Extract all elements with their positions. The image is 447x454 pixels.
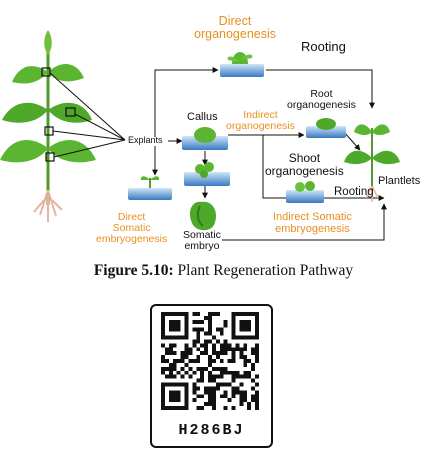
dish-root-organogenesis xyxy=(306,118,346,138)
flow-arrows xyxy=(152,67,387,241)
qr-code-text: H286BJ xyxy=(178,422,245,439)
label-indirect-somatic-embryogenesis: Indirect Somatic embryogenesis xyxy=(273,211,352,235)
label-shoot-organogenesis: Shoot organogenesis xyxy=(265,151,344,178)
qr-code-image xyxy=(161,312,259,410)
dish-shoot-organogenesis xyxy=(286,181,324,203)
dish-callus xyxy=(182,127,228,150)
dish-direct-somatic-embryogenesis xyxy=(128,176,172,200)
label-rooting-bottom: Rooting xyxy=(334,186,374,198)
dish-direct-organogenesis xyxy=(220,52,264,77)
plantlet-image xyxy=(344,124,400,202)
label-rooting-top: Rooting xyxy=(301,39,346,54)
dish-embryo xyxy=(184,162,230,186)
explant-lines xyxy=(49,72,126,158)
mother-plant-image xyxy=(0,30,96,222)
figure-caption: Figure 5.10: Plant Regeneration Pathway xyxy=(0,262,447,280)
label-callus: Callus xyxy=(187,111,218,123)
label-direct-organogenesis: Direct organogenesis xyxy=(194,14,277,42)
figure-title: Plant Regeneration Pathway xyxy=(177,262,354,279)
label-direct-somatic-embryogenesis: Direct Somatic embryogenesis xyxy=(96,211,168,246)
label-explants: Explants xyxy=(128,135,163,145)
label-root-organogenesis: Root organogenesis xyxy=(287,88,356,112)
figure-number: Figure 5.10: xyxy=(93,262,174,279)
diagram-svg xyxy=(0,30,400,241)
somatic-embryo-image xyxy=(189,201,217,231)
label-somatic-embryo: Somatic embryo xyxy=(183,229,221,253)
label-indirect-organogenesis: Indirect organogenesis xyxy=(226,109,295,133)
label-plantlets: Plantlets xyxy=(378,175,421,187)
